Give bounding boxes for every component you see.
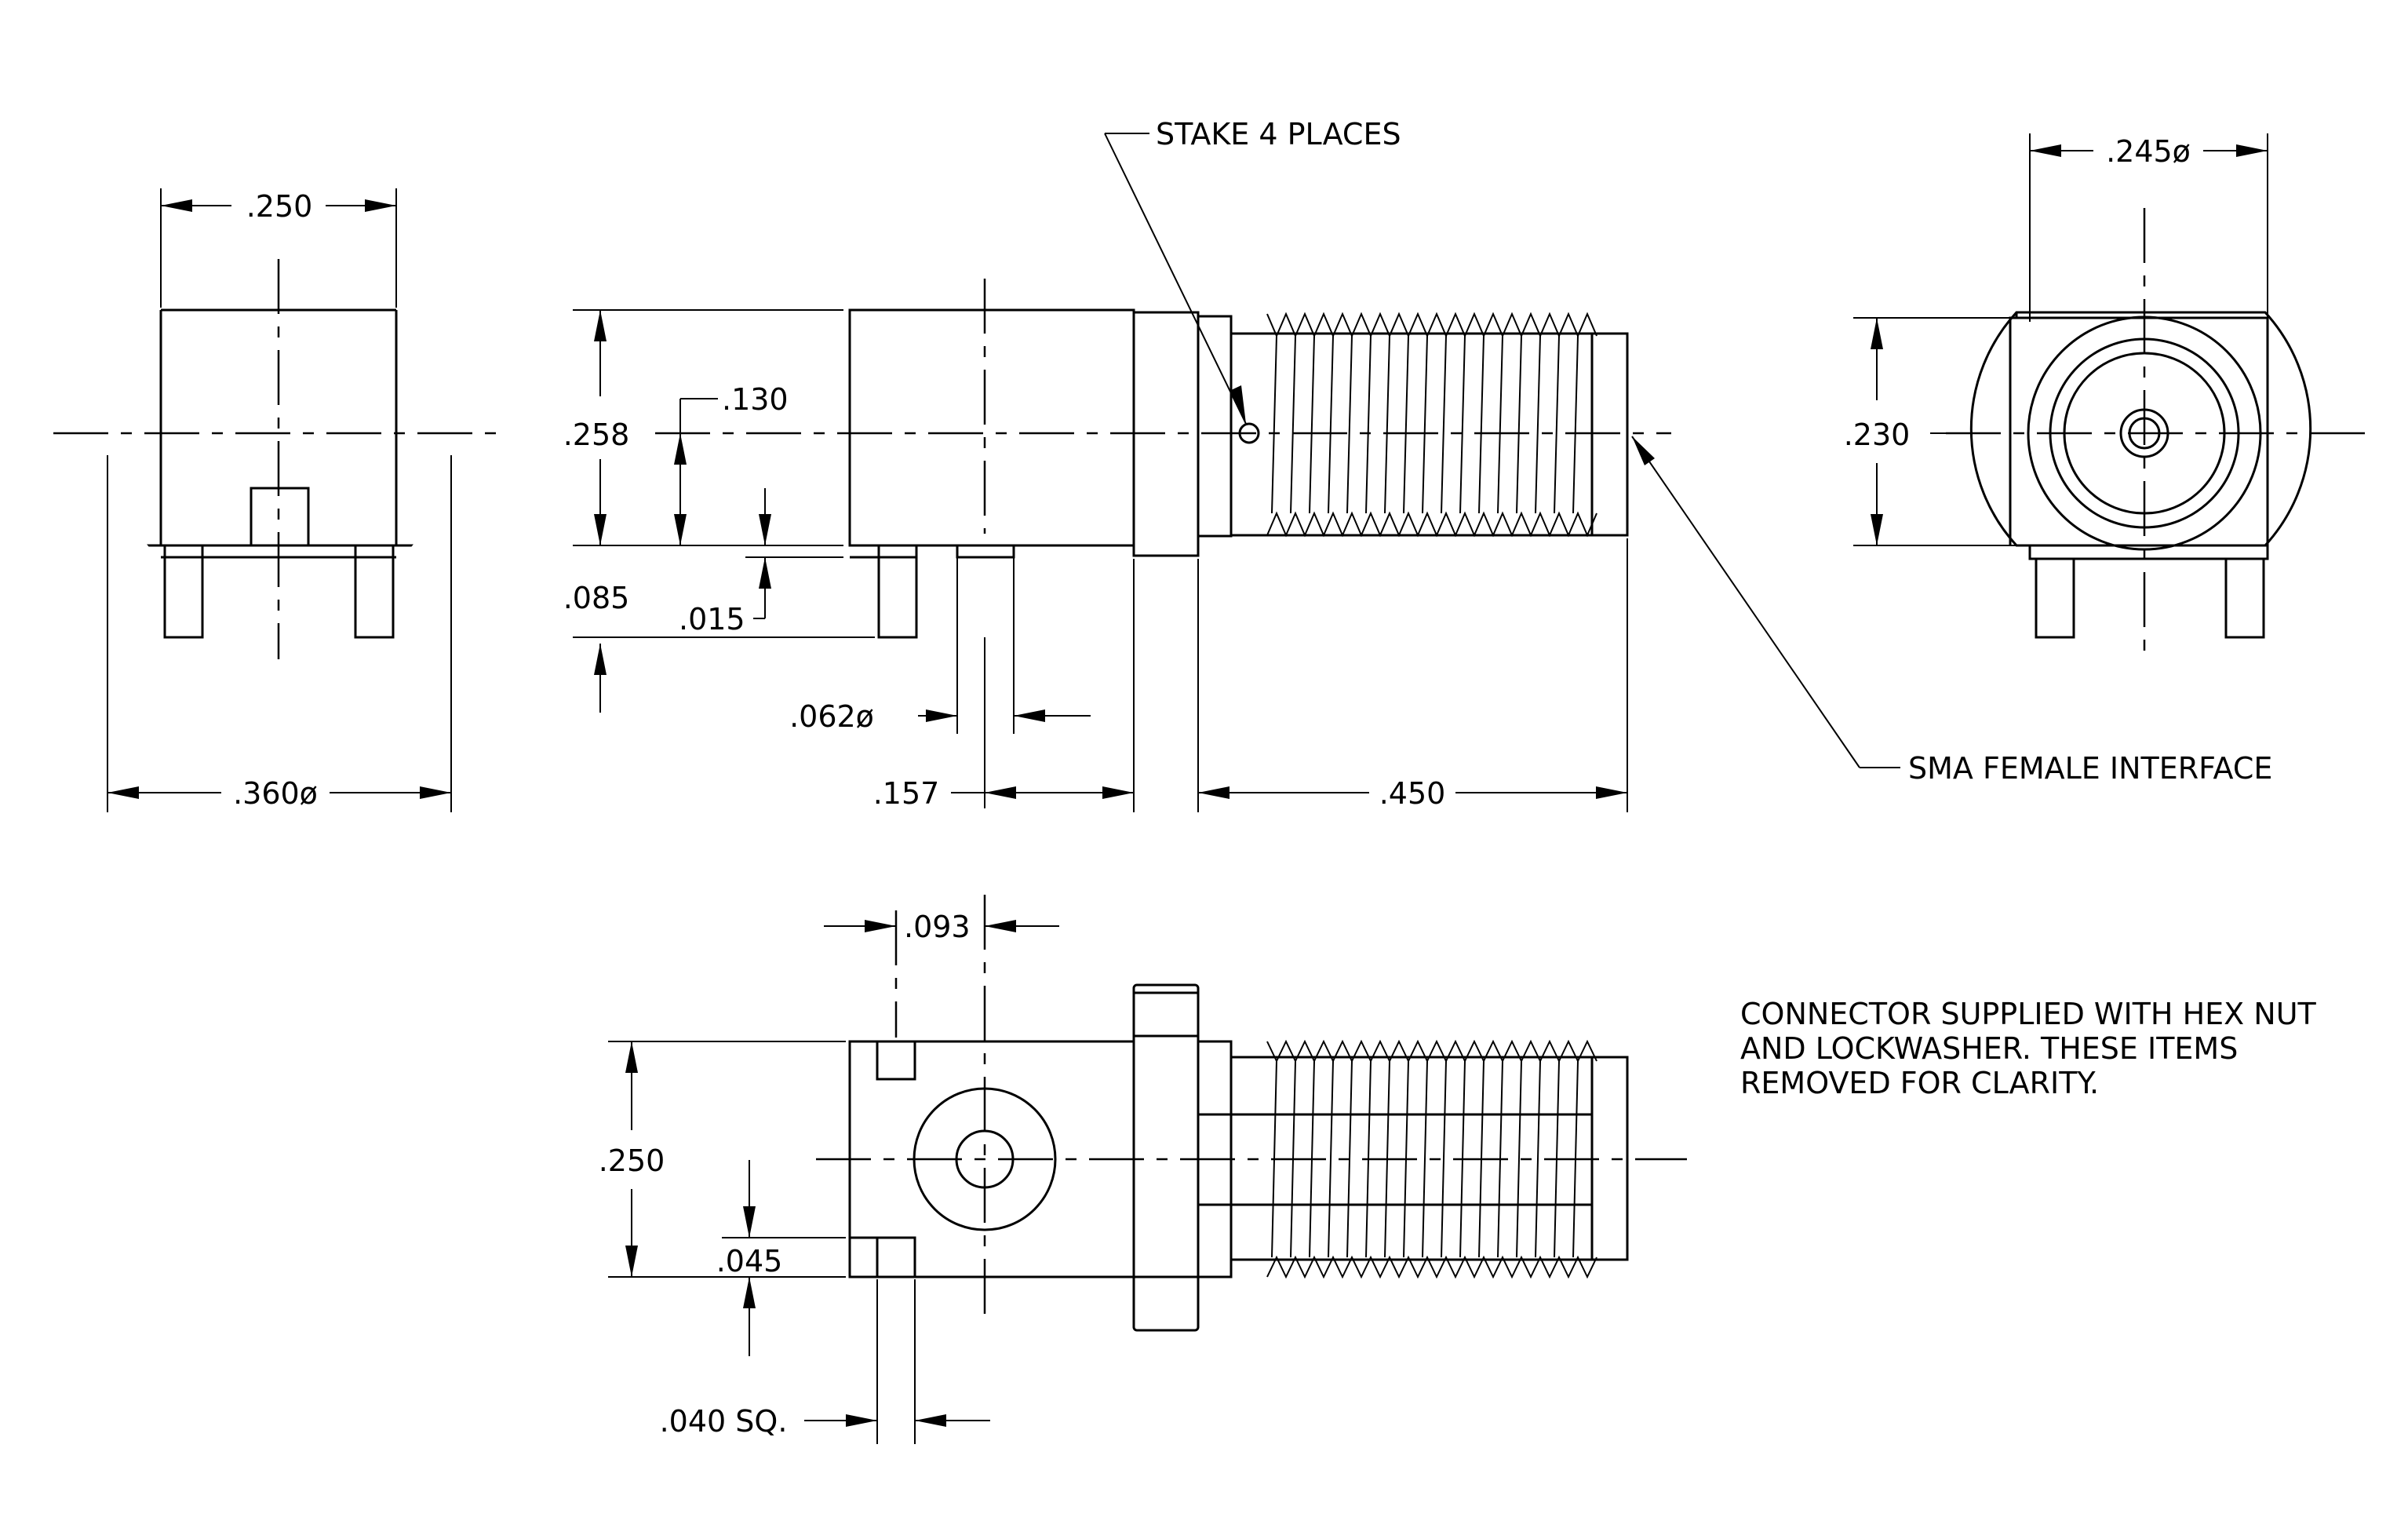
thread-line: [1346, 335, 1353, 514]
top-view: .093 .250 .045 .040 SQ.: [599, 895, 1687, 1444]
dim-height: .258: [563, 418, 630, 452]
thread-line: [1497, 335, 1503, 514]
side-interface-tip: [1590, 332, 1629, 537]
side-body: [848, 308, 1135, 547]
center-post: [250, 487, 310, 547]
dim-post-offset: .045: [716, 1244, 783, 1278]
dim-post-size: .040 SQ.: [660, 1404, 788, 1439]
thread-line: [1422, 1060, 1428, 1258]
thread-line: [1441, 335, 1447, 514]
stake-callout: STAKE 4 PLACES: [1156, 117, 1401, 151]
front-view-right: .245ø .230: [1844, 133, 2377, 659]
dim-center-height: .130: [722, 382, 789, 417]
note-line-3: REMOVED FOR CLARITY.: [1740, 1066, 2099, 1100]
dim-pin-to-flange: .157: [873, 776, 940, 811]
thread-lines-side: [1266, 312, 1597, 538]
thread-line: [1328, 335, 1334, 514]
dim-interface-diameter: .245ø: [2106, 134, 2191, 169]
side-view: .258 .130 .085 .015 .062ø .157: [563, 117, 2272, 812]
dim-pin-length: .085: [563, 581, 630, 615]
interface-callout: SMA FEMALE INTERFACE: [1908, 751, 2272, 786]
assembly-note: CONNECTOR SUPPLIED WITH HEX NUT AND LOCK…: [1740, 997, 2317, 1100]
note-line-2: AND LOCKWASHER. THESE ITEMS: [1740, 1031, 2238, 1066]
thread-line: [1535, 1060, 1541, 1258]
thread-line: [1535, 335, 1541, 514]
front-pin-right: [2224, 557, 2265, 639]
dim-end-view-width: .250: [246, 189, 313, 224]
thread-line: [1328, 1060, 1334, 1258]
pin-right: [354, 544, 395, 639]
thread-zigzag: [1266, 511, 1597, 538]
dim-pin-offset: .093: [904, 910, 971, 944]
top-post-upper: [876, 1040, 916, 1081]
thread-line: [1271, 335, 1277, 514]
thread-line: [1459, 335, 1466, 514]
dim-end-view-diameter: .360ø: [233, 776, 318, 811]
side-pin-left: [877, 544, 918, 639]
end-view-body-outline: [109, 308, 451, 547]
thread-zigzag: [1266, 312, 1597, 338]
thread-line: [1384, 335, 1390, 514]
thread-line: [1403, 335, 1409, 514]
dim-interface-height: .230: [1844, 418, 1911, 452]
dim-thread-length: .450: [1379, 776, 1446, 811]
thread-line: [1365, 335, 1372, 514]
thread-line: [1478, 335, 1485, 514]
note-line-1: CONNECTOR SUPPLIED WITH HEX NUT: [1740, 997, 2317, 1031]
side-collar: [1197, 315, 1233, 538]
end-view-left: .250 .360ø: [53, 188, 502, 812]
thread-zigzag: [1266, 1039, 1597, 1063]
thread-line: [1554, 335, 1560, 514]
pin-left: [163, 544, 204, 639]
thread-line: [1441, 1060, 1447, 1258]
thread-line: [1309, 335, 1315, 514]
thread-line: [1516, 335, 1522, 514]
thread-line: [1422, 335, 1428, 514]
front-pin-left: [2035, 557, 2075, 639]
thread-line: [1516, 1060, 1522, 1258]
dim-standoff: .015: [679, 602, 745, 636]
thread-line: [1572, 335, 1579, 514]
side-pin-right: [956, 544, 1015, 559]
thread-zigzag: [1266, 1255, 1597, 1279]
top-post-lower: [876, 1236, 916, 1278]
dim-body-width: .250: [599, 1143, 665, 1178]
thread-line: [1290, 335, 1296, 514]
dim-pin-diameter: .062ø: [789, 699, 874, 734]
